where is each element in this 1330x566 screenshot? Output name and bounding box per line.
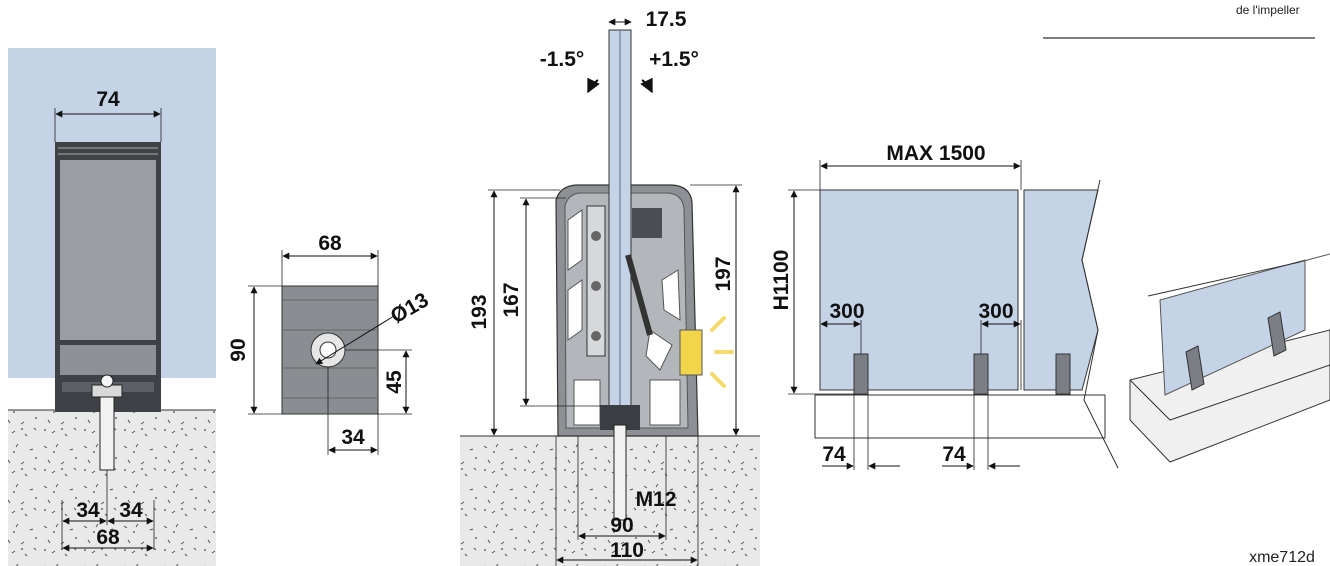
- dim-hole-diameter: Ø13: [387, 288, 433, 328]
- dim-outer-width: 110: [610, 539, 644, 562]
- base-plate-view: 68 90 Ø13 45 34: [227, 232, 433, 455]
- profile-view: -1.5° +1.5° 17.5 193 167 197 M12 90 110: [460, 8, 760, 566]
- perspective-floor: [1129, 329, 1330, 463]
- dim-hole-height: 45: [383, 370, 406, 394]
- perspective-post-2: [1267, 311, 1287, 357]
- post-2: [973, 353, 989, 395]
- dim-bottom-total: 68: [96, 526, 120, 549]
- dim-hole-offset: 34: [341, 426, 365, 449]
- section-view: 74 34 34 68: [8, 48, 216, 566]
- post-3: [1055, 353, 1071, 395]
- dim-post-left: 74: [822, 443, 846, 466]
- perspective-post-1: [1185, 345, 1205, 391]
- dim-height-right: 197: [712, 256, 735, 291]
- anchor-bolt: [99, 394, 115, 471]
- dim-plate-width: 68: [318, 232, 342, 255]
- dim-tilt-plus: +1.5°: [649, 48, 699, 71]
- header-note: de l'impeller: [1236, 3, 1300, 17]
- cover-clip-highlight: [679, 329, 703, 376]
- dim-height-inner-left: 167: [500, 282, 523, 317]
- dim-spacing-left: 300: [829, 300, 864, 323]
- concrete-ground-2: [460, 436, 760, 566]
- perspective-view: [1129, 253, 1330, 463]
- dim-inner-width: 90: [610, 514, 633, 537]
- floor-slab: [814, 394, 1106, 439]
- post-1: [853, 353, 869, 395]
- dim-bottom-left: 34: [76, 499, 100, 522]
- dim-plate-height: 90: [227, 338, 250, 361]
- dim-post-right: 74: [942, 443, 966, 466]
- dim-height-outer-left: 193: [468, 294, 491, 329]
- dim-glass-thickness: 17.5: [646, 8, 687, 31]
- dim-bolt: M12: [636, 488, 677, 511]
- dim-tilt-minus: -1.5°: [540, 48, 585, 71]
- dim-bottom-right: 34: [119, 499, 143, 522]
- dim-height: H1100: [770, 250, 793, 311]
- dim-spacing-right: 300: [978, 300, 1013, 323]
- dim-top-width: 74: [96, 88, 120, 111]
- anchor-bolt-2: [613, 424, 627, 521]
- elevation-view: MAX 1500 H1100 300 300 74 74: [770, 142, 1119, 470]
- dim-max-span: MAX 1500: [886, 142, 985, 165]
- figure-code: xme712d: [1249, 549, 1315, 566]
